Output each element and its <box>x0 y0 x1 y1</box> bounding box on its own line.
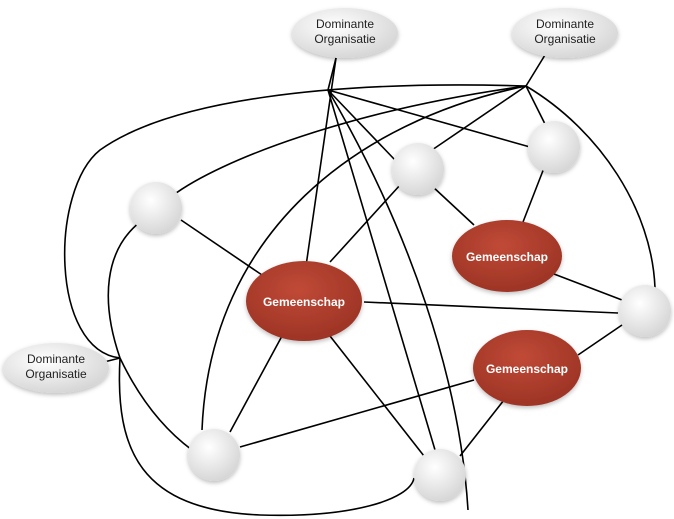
edge-junction-node-b <box>525 85 546 125</box>
community-label: Gemeenschap <box>486 362 568 376</box>
community-label: Gemeenschap <box>263 295 345 309</box>
edge-hub-node-b <box>327 89 531 148</box>
organisation-label-line1: Dominante <box>536 17 594 31</box>
edge-junction-bottom-loop <box>118 357 415 517</box>
edge-junction-node-d-left <box>119 357 193 451</box>
edge-junction-node-g-curve <box>525 85 656 289</box>
edge-junction-node-a-curve <box>171 85 527 197</box>
node-circle <box>130 182 182 234</box>
node-circle <box>619 285 671 337</box>
community-label: Gemeenschap <box>466 250 548 264</box>
community-upper-right: Gemeenschap <box>452 220 562 292</box>
edge-community1-node-g <box>363 301 619 314</box>
edge-hub-node-e-curve <box>327 89 469 511</box>
edge-node-c-community2 <box>431 185 475 226</box>
edges <box>63 54 656 517</box>
node-circle <box>188 429 240 481</box>
edge-node-d-community3 <box>239 379 475 448</box>
node-circle <box>392 143 444 195</box>
edge-hub-node-c <box>327 89 396 161</box>
organisation-top-left: Dominante Organisatie <box>292 8 398 58</box>
organisation-left: Dominante Organisatie <box>3 343 109 393</box>
edge-community1-node-e <box>329 335 425 457</box>
node-circle <box>528 121 580 173</box>
edge-junction-node-d-curve <box>201 85 527 431</box>
edge-junction-node-c <box>431 85 527 151</box>
organisation-label-line2: Organisatie <box>534 32 596 46</box>
organisation-top-right: Dominante Organisatie <box>512 8 618 58</box>
organisation-label-line1: Dominante <box>316 17 374 31</box>
edge-hub-node-f <box>327 89 439 461</box>
edge-community3-node-g <box>577 324 623 356</box>
community-center: Gemeenschap <box>246 261 362 341</box>
edge-org2-junction <box>525 54 546 87</box>
edge-node-a-community1 <box>180 219 263 276</box>
edge-node-c-community1 <box>329 183 402 263</box>
organisation-label-line2: Organisatie <box>25 367 87 381</box>
community-lower-right: Gemeenschap <box>473 330 581 406</box>
organisation-label-line2: Organisatie <box>314 32 376 46</box>
organisation-label-line1: Dominante <box>27 352 85 366</box>
edge-community3-node-e <box>459 399 505 457</box>
edge-junction-node-a-left <box>107 221 141 359</box>
edge-junction-left-loop <box>63 84 527 359</box>
edge-node-b-community2 <box>522 167 545 223</box>
edge-community1-node-d <box>229 335 283 433</box>
node-circle <box>414 449 466 501</box>
edge-community2-node-g <box>553 273 623 301</box>
